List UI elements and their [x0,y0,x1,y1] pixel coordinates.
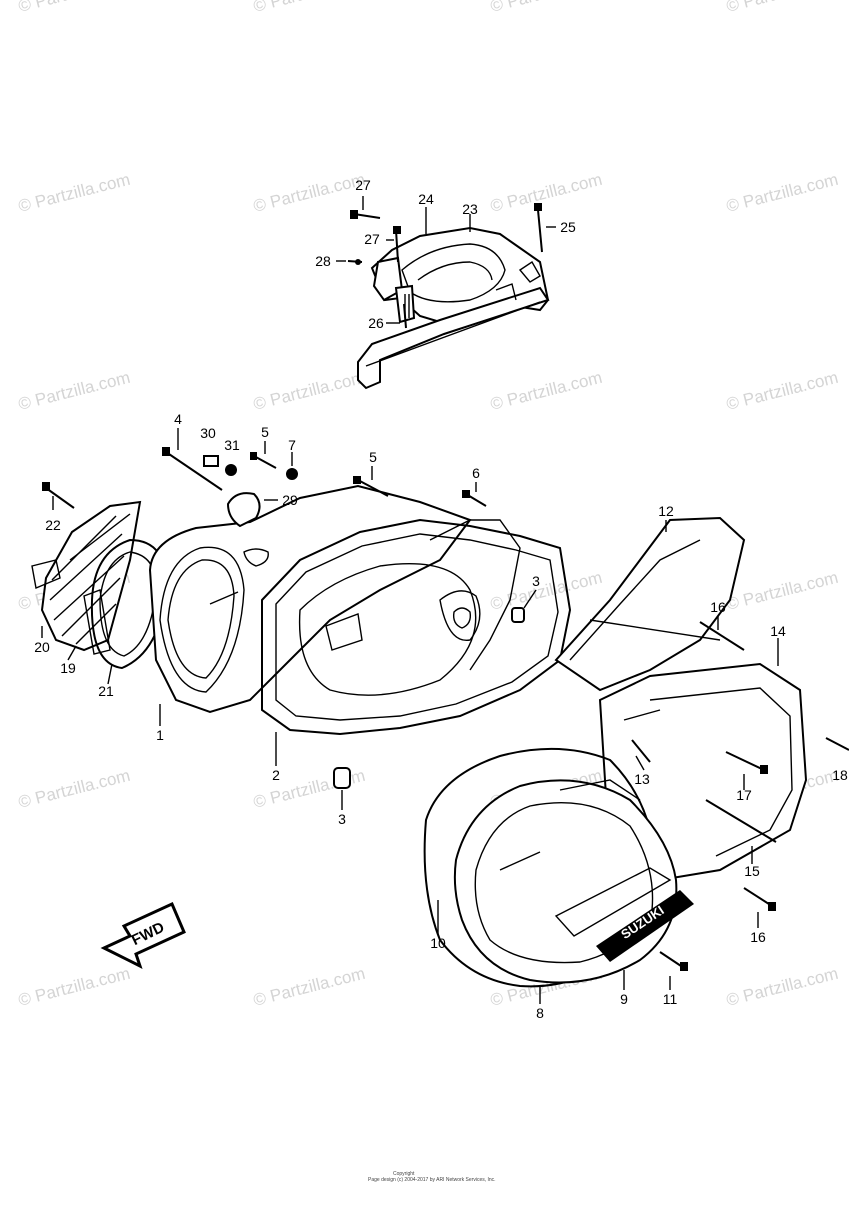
part-label-l30: 30 [200,425,216,441]
watermark-text: © Partzilla.com [488,170,604,216]
watermark-text: © Partzilla.com [16,170,132,216]
part-number-labels: 1233455678910111213141516161718192021222… [34,177,848,1021]
footer-design-credit: Page design (c) 2004-2017 by ARI Network… [368,1177,496,1183]
footer-copyright: Copyright [393,1171,415,1177]
part-label-l19: 19 [60,660,76,676]
part-label-l20: 20 [34,639,50,655]
watermark-text: © Partzilla.com [488,0,604,16]
part-label-l5a: 5 [261,424,269,440]
bolt-27-lower [393,226,401,263]
part-label-l6: 6 [472,465,480,481]
bolt-25 [534,203,543,253]
dowel-3-lower [333,767,351,789]
part-label-l8: 8 [536,1005,544,1021]
part-label-l17: 17 [736,787,752,803]
watermark-text: © Partzilla.com [251,964,367,1010]
watermark-text: © Partzilla.com [724,964,840,1010]
part-label-l7: 7 [288,437,296,453]
bolt-22 [42,482,75,509]
bolt-16-upper [699,621,745,651]
case-cover-1 [148,484,472,714]
bolt-17 [725,751,768,774]
part-label-l10: 10 [430,935,446,951]
watermark-text: © Partzilla.com [488,368,604,414]
bolt-5-center [353,476,389,497]
part-label-l18: 18 [832,767,848,783]
crankcase-body [429,519,521,671]
part-label-l25: 25 [560,219,576,235]
watermark-text: © Partzilla.com [724,0,840,16]
cap-29 [226,492,261,528]
part-label-l27b: 27 [364,231,380,247]
part-label-l31: 31 [224,437,240,453]
bolt-13 [631,739,651,763]
part-label-l22: 22 [45,517,61,533]
part-label-l26: 26 [368,315,384,331]
watermark-text: © Partzilla.com [724,170,840,216]
cover-12 [554,516,746,692]
part-label-l29: 29 [282,492,298,508]
part-label-l21: 21 [98,683,114,699]
fwd-arrow: FWD [100,901,186,969]
part-label-l3b: 3 [338,811,346,827]
part-label-l13: 13 [634,771,650,787]
part-label-l28: 28 [315,253,331,269]
watermark-text: © Partzilla.com [251,368,367,414]
bolt-27-upper [350,210,381,219]
watermark-text: © Partzilla.com [488,568,604,614]
part-label-l14: 14 [770,623,786,639]
screw-30 [203,455,219,467]
part-label-l27a: 27 [355,177,371,193]
part-label-l4: 4 [174,411,182,427]
top-bracket-assembly [357,226,550,390]
bolt-5-left [250,452,277,469]
guard-19 [83,589,111,655]
part-label-l16a: 16 [710,599,726,615]
watermark-text: © Partzilla.com [251,0,367,16]
watermark-text: © Partzilla.com [724,568,840,614]
dowel-3-upper [511,607,525,623]
washer-31 [225,464,237,476]
part-label-l5b: 5 [369,449,377,465]
nut-7 [286,468,298,480]
part-label-l1: 1 [156,727,164,743]
bolt-16-lower [743,887,776,911]
part-label-l16b: 16 [750,929,766,945]
watermark-text: © Partzilla.com [724,368,840,414]
part-label-l3a: 3 [532,573,540,589]
watermark-text: © Partzilla.com [16,964,132,1010]
part-label-l11: 11 [663,991,678,1007]
leader-lines [41,196,779,1004]
part-label-l23: 23 [462,201,478,217]
bolt-11 [659,951,688,971]
bolt-18 [825,737,849,751]
part-label-l9: 9 [620,991,628,1007]
part-label-l2: 2 [272,767,280,783]
gasket-2 [261,518,572,736]
watermark-text: © Partzilla.com [16,368,132,414]
cooling-fan-cover-20 [31,500,142,652]
bolt-4 [162,447,223,491]
screw-28 [347,259,363,265]
bolt-6 [462,490,487,507]
watermark-text: © Partzilla.com [16,766,132,812]
watermark-text: © Partzilla.com [16,0,132,16]
bolt-26 [403,303,407,329]
watermark-text: © Partzilla.com [251,170,367,216]
part-label-l12: 12 [658,503,674,519]
part-label-l24: 24 [418,191,434,207]
bolt-15 [705,799,777,843]
part-label-l15: 15 [744,863,760,879]
